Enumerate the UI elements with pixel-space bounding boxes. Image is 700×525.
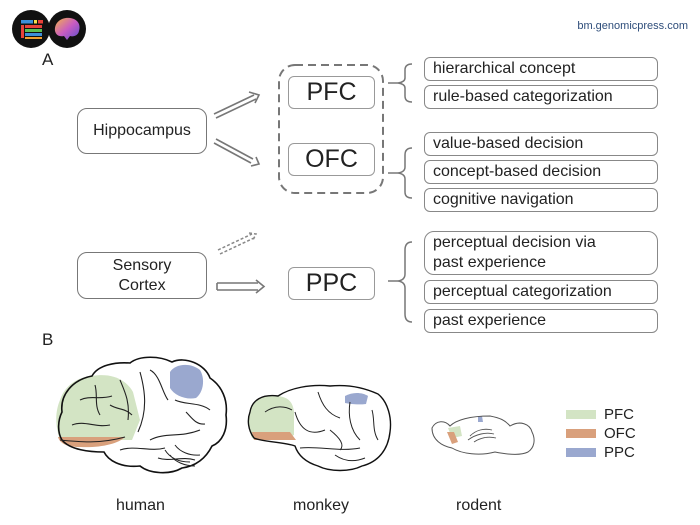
sensory-to-ppc-arrow [216,279,266,294]
monkey-brain-illustration [247,384,392,472]
legend-label: PFC [604,406,634,423]
legend-label: OFC [604,425,636,442]
ofc-box: OFC [288,143,375,176]
species-label-rodent: rodent [456,497,502,514]
ppc-box: PPC [288,267,375,300]
sensory-cortex-line1: Sensory [112,256,172,274]
human-pfc-region [56,375,140,440]
hippocampus-to-ofc-arrow [213,138,261,167]
function-box-multiline: perceptual decision via past experience [424,231,658,275]
rodent-brain-illustration [431,415,535,455]
sensory-to-frontal-dashed-arrow [217,232,258,255]
human-brain-illustration [56,356,228,474]
legend-swatch [566,448,596,457]
function-line: perceptual decision via [433,234,596,251]
brain-logo-icon [48,10,86,48]
journal-logo-icon [12,10,50,48]
hippocampus-box: Hippocampus [77,108,207,154]
legend-item-ppc: PPC [566,444,635,461]
legend-item-pfc: PFC [566,406,634,423]
rodent-ppc-region [478,416,483,422]
pfc-box: PFC [288,76,375,109]
human-ppc-region [170,364,204,399]
panel-b-label: B [42,330,54,349]
monkey-ofc-region [252,432,296,440]
function-box: past experience [424,309,658,333]
legend-label: PPC [604,444,635,461]
function-box: perceptual categorization [424,280,658,304]
function-box: hierarchical concept [424,57,658,81]
function-box: value-based decision [424,132,658,156]
function-box: cognitive navigation [424,188,658,212]
site-url: bm.genomicpress.com [577,20,688,32]
frontal-group-dashed-box [278,64,384,194]
monkey-ppc-region [345,393,368,405]
legend-swatch [566,410,596,419]
sensory-cortex-box: Sensory Cortex [77,252,207,299]
legend-item-ofc: OFC [566,425,636,442]
function-box: rule-based categorization [424,85,658,109]
sensory-cortex-line2: Cortex [118,276,166,294]
hippocampus-to-pfc-arrow [213,91,261,119]
function-box: concept-based decision [424,160,658,184]
species-label-human: human [116,497,165,514]
rodent-ofc-region [447,432,458,444]
legend-swatch [566,429,596,438]
species-label-monkey: monkey [293,497,350,514]
panel-a-label: A [42,50,54,69]
function-line: past experience [433,254,546,271]
